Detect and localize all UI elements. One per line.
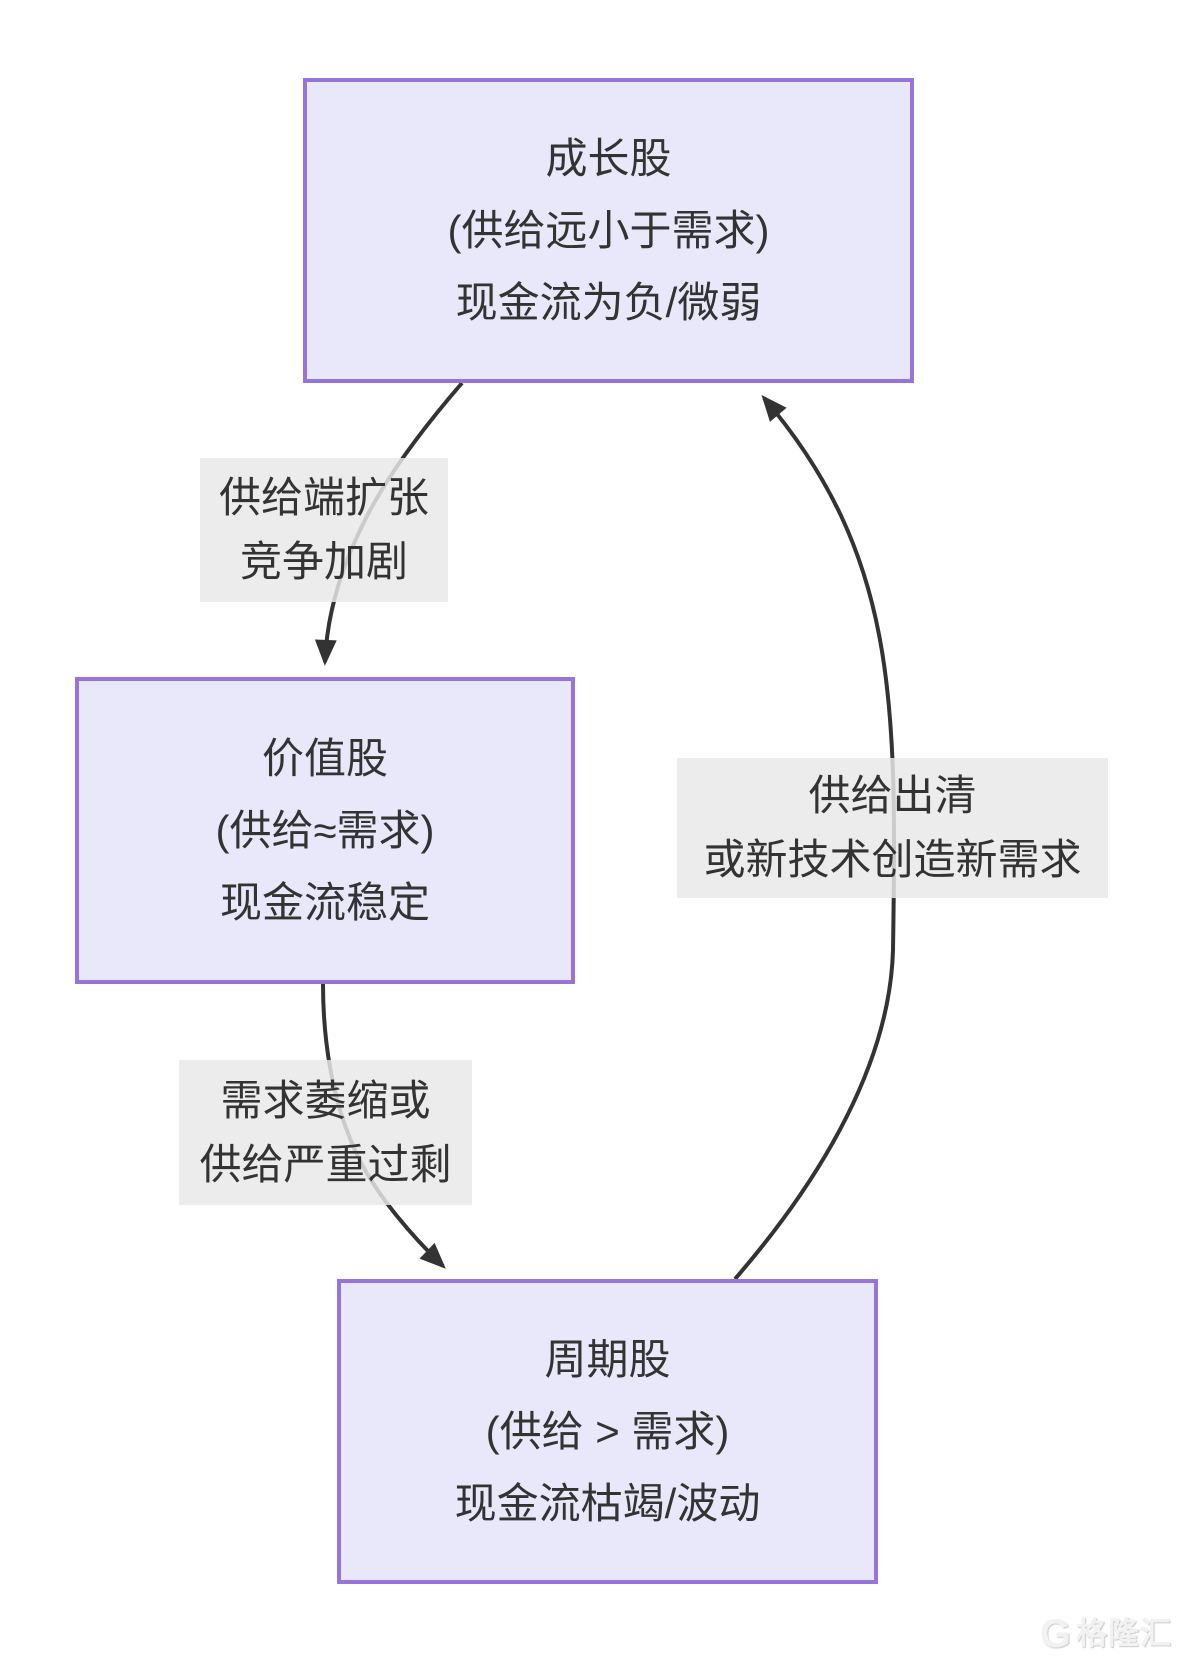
node-cyclical-stock: 周期股 (供给 > 需求) 现金流枯竭/波动	[337, 1279, 878, 1584]
edge-label-line: 需求萎缩或	[220, 1076, 431, 1124]
node-growth-title: 成长股	[545, 134, 672, 182]
edge-cyclical-to-growth	[733, 395, 897, 1281]
edge-label-demand-shrink: 需求萎缩或 供给严重过剩	[179, 1060, 472, 1205]
node-growth-stock: 成长股 (供给远小于需求) 现金流为负/微弱	[303, 78, 914, 383]
edge-label-line: 供给严重过剩	[199, 1140, 452, 1188]
node-cyclical-cashflow: 现金流枯竭/波动	[454, 1479, 761, 1527]
node-value-cashflow: 现金流稳定	[219, 878, 430, 926]
edge-label-supply-clearing: 供给出清 或新技术创造新需求	[677, 758, 1108, 898]
gelonghui-logo-icon: G	[1039, 1612, 1071, 1656]
edge-label-supply-expansion: 供给端扩张 竞争加剧	[200, 458, 448, 602]
node-value-supply-demand: (供给≈需求)	[215, 806, 435, 854]
node-growth-supply-demand: (供给远小于需求)	[447, 206, 770, 254]
node-cyclical-supply-demand: (供给 > 需求)	[485, 1407, 730, 1455]
edge-label-line: 或新技术创造新需求	[703, 836, 1082, 883]
node-growth-cashflow: 现金流为负/微弱	[455, 278, 762, 326]
watermark-brand-text: 格隆汇	[1076, 1616, 1172, 1651]
edge-label-line: 竞争加剧	[239, 538, 408, 585]
edge-label-line: 供给端扩张	[218, 474, 429, 521]
gelonghui-watermark: G 格隆汇	[1040, 1614, 1172, 1654]
edge-label-line: 供给出清	[808, 772, 977, 819]
node-cyclical-title: 周期股	[544, 1335, 671, 1383]
node-value-stock: 价值股 (供给≈需求) 现金流稳定	[75, 677, 575, 984]
node-value-title: 价值股	[261, 734, 388, 782]
